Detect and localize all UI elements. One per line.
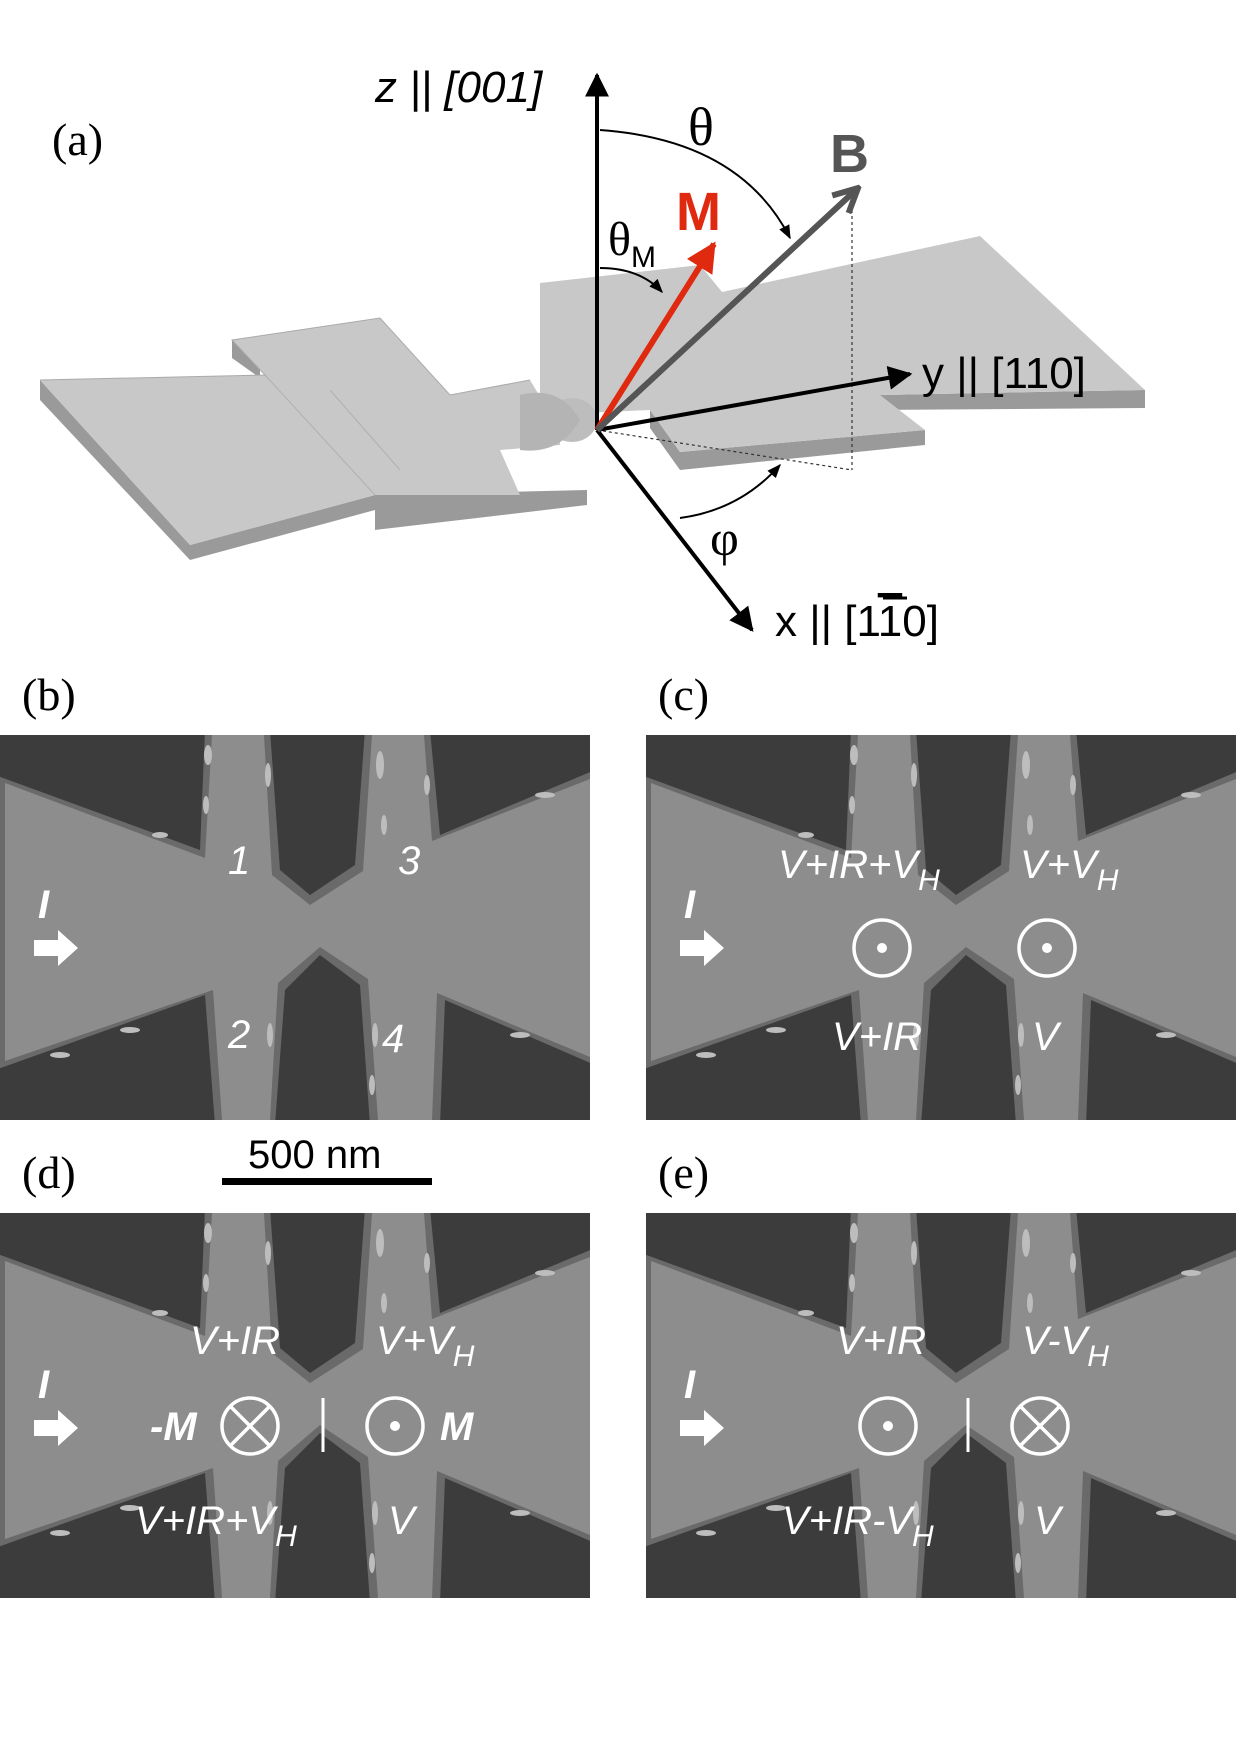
current-label: I: [684, 1363, 696, 1407]
contact-2: 2: [227, 1013, 250, 1057]
scale-bar-label: 500 nm: [248, 1133, 381, 1177]
m-vector: [594, 241, 717, 432]
voltage-subscript: H: [453, 1340, 475, 1373]
voltage-text: V+IR+V: [135, 1499, 278, 1543]
current-label: I: [38, 883, 50, 927]
voltage-bottom-left: V+IR: [832, 1015, 922, 1059]
panel-c-label: (c): [658, 669, 709, 720]
sem-image-c: [646, 735, 1236, 1120]
b-projection-horizontal: [596, 429, 853, 471]
voltage-text: V+IR: [836, 1319, 926, 1363]
voltage-bottom-right: V: [1034, 1499, 1064, 1543]
x-axis-tail: 0]: [902, 597, 939, 646]
voltage-subscript: H: [912, 1520, 934, 1553]
voltage-top-right: V+VH: [1020, 843, 1119, 897]
panel-e: (e) I V+IR V-VH V+IR-VH V: [646, 1147, 1236, 1598]
voltage-text: V+IR: [190, 1319, 280, 1363]
voltage-text: V+IR: [832, 1015, 922, 1059]
field-into-plane-icon: [1010, 1396, 1070, 1456]
voltage-top-right: V+VH: [376, 1319, 475, 1373]
voltage-subscript: H: [275, 1520, 297, 1553]
z-axis-text: z || [001]: [374, 63, 544, 112]
phi-label: φ: [710, 510, 739, 566]
current-label: I: [38, 1363, 50, 1407]
y-axis: [596, 365, 913, 432]
voltage-top-left: V+IR+VH: [778, 843, 940, 897]
field-out-of-plane-icon: [858, 1396, 918, 1456]
panel-a: (a): [39, 63, 1145, 646]
contact-1: 1: [228, 839, 250, 883]
x-axis-bar-digit: 1: [878, 597, 902, 646]
field-out-of-plane-icon: [365, 1396, 425, 1456]
scale-bar: [222, 1178, 432, 1185]
magnetization-right-label: M: [440, 1405, 475, 1449]
voltage-subscript: H: [918, 864, 940, 897]
theta-m-arc: [599, 267, 663, 294]
sem-image-b: [0, 735, 590, 1120]
right-pad: [540, 236, 1145, 452]
panel-c: (c) I V+IR+VH V+VH V+IR V: [646, 669, 1236, 1120]
panel-b-label: (b): [22, 669, 76, 720]
voltage-top-right: V-VH: [1022, 1319, 1109, 1373]
voltage-text: V+V: [1020, 843, 1100, 887]
left-pad: [40, 318, 560, 545]
x-axis-text: x || [1: [775, 597, 880, 646]
contact-3: 3: [398, 839, 420, 883]
theta-label: θ: [688, 97, 714, 157]
b-vector: [594, 188, 858, 433]
voltage-text: V+IR+V: [778, 843, 921, 887]
theta-m-text: θ: [608, 213, 631, 266]
voltage-text: V-V: [1022, 1319, 1091, 1363]
theta-arc: [599, 129, 791, 240]
voltage-text: V: [388, 1499, 418, 1543]
field-out-of-plane-icon: [852, 918, 912, 978]
device-3d-model: [39, 236, 1145, 560]
x-axis: [595, 428, 754, 632]
voltage-text: V: [1034, 1499, 1064, 1543]
y-axis-label: y || [110]: [922, 349, 1086, 398]
panel-b: (b) I 1 3 2 4: [0, 669, 590, 1120]
voltage-subscript: H: [1097, 864, 1119, 897]
voltage-bottom-right: V: [388, 1499, 418, 1543]
panel-d: (d) 500 nm I V+IR V+VH V+IR+VH V -M M: [0, 1133, 590, 1598]
voltage-top-left: V+IR: [836, 1319, 926, 1363]
voltage-bottom-right: V: [1032, 1015, 1062, 1059]
phi-arc: [679, 463, 781, 519]
voltage-subscript: H: [1087, 1340, 1109, 1373]
magnetization-left-label: -M: [150, 1405, 198, 1449]
panel-d-label: (d): [22, 1147, 76, 1198]
panel-a-label: (a): [52, 114, 103, 165]
b-vector-label: B: [830, 124, 869, 184]
voltage-text: V+V: [376, 1319, 456, 1363]
voltage-top-left: V+IR: [190, 1319, 280, 1363]
field-out-of-plane-icon: [1017, 918, 1077, 978]
z-axis-label: z || [001]: [374, 63, 544, 112]
voltage-text: V+IR-V: [782, 1499, 915, 1543]
contact-4: 4: [382, 1017, 404, 1061]
current-label: I: [684, 883, 696, 927]
voltage-bottom-left: V+IR-VH: [782, 1499, 934, 1553]
voltage-bottom-left: V+IR+VH: [135, 1499, 297, 1553]
m-vector-label: M: [676, 182, 721, 242]
theta-m-label: θM: [608, 213, 656, 274]
voltage-text: V: [1032, 1015, 1062, 1059]
theta-m-sub: M: [631, 241, 656, 274]
sem-image-e: [646, 1213, 1236, 1598]
panel-e-label: (e): [658, 1147, 709, 1198]
sem-image-d: [0, 1213, 590, 1598]
x-axis-label: x || [110]: [775, 597, 939, 646]
field-into-plane-icon: [220, 1396, 280, 1456]
